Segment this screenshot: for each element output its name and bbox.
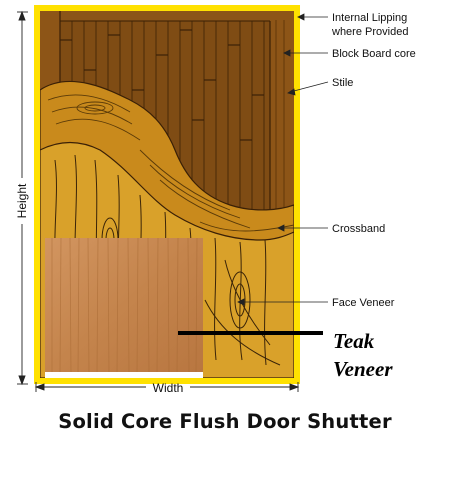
teak-veneer-grain — [51, 237, 198, 375]
leader-stile — [289, 81, 329, 93]
label-internal-lipping-line1: Internal Lipping — [332, 12, 407, 24]
label-block-board-core: Block Board core — [332, 48, 416, 60]
label-crossband: Crossband — [332, 223, 385, 235]
height-dimension — [17, 10, 28, 386]
width-label: Width — [153, 381, 184, 395]
teak-veneer-panel — [45, 238, 203, 374]
label-face-veneer: Face Veneer — [332, 297, 395, 309]
width-dimension — [34, 382, 300, 392]
label-stile: Stile — [332, 77, 353, 89]
callout-leaders — [237, 13, 329, 306]
label-internal-lipping-line2: where Provided — [331, 26, 408, 38]
height-label: Height — [15, 183, 29, 218]
internal-lipping-top — [40, 11, 294, 21]
label-veneer: Veneer — [333, 357, 393, 381]
diagram-title: Solid Core Flush Door Shutter — [58, 410, 392, 433]
label-teak: Teak — [333, 329, 375, 353]
